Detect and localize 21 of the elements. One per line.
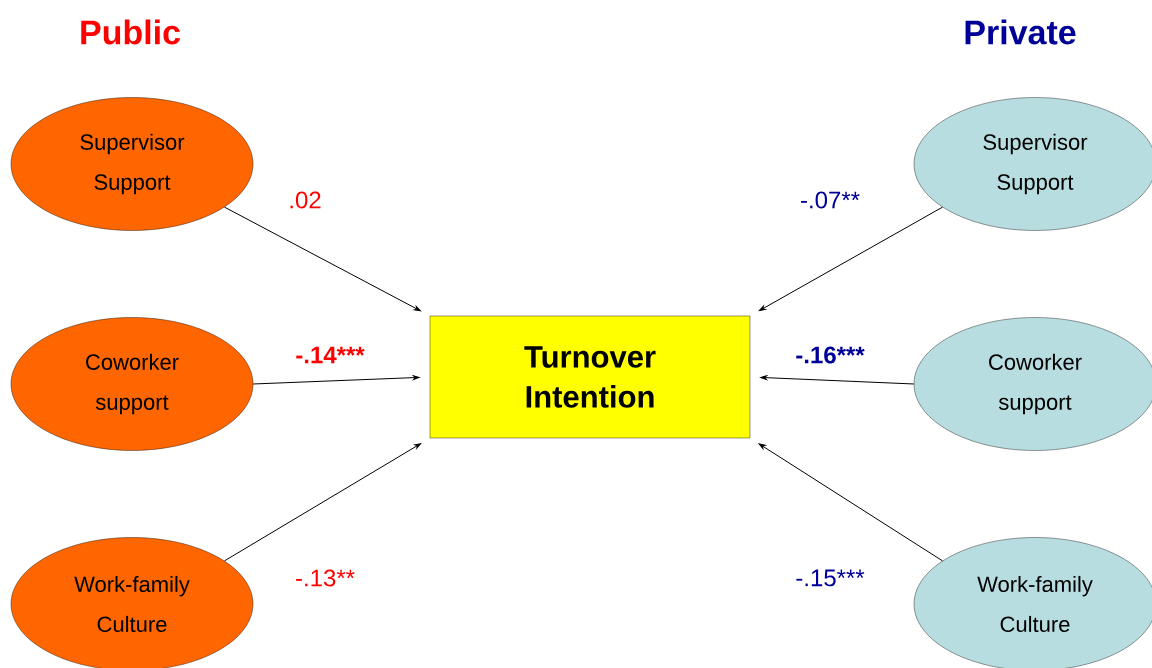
edge-label: -.13** — [296, 569, 355, 587]
group-heading: Public — [81, 19, 181, 45]
arrow — [252, 375, 420, 385]
ellipse-node: Work-family Culture — [913, 537, 1152, 668]
arrow — [223, 206, 421, 312]
arrow — [758, 443, 944, 562]
text-box: Turnover Intention — [429, 315, 751, 439]
ellipse-node: Coworker support — [10, 317, 254, 451]
edge-label: -.07** — [801, 191, 860, 209]
ellipse-node: Coworker support — [913, 317, 1152, 451]
edge-label: -.15*** — [796, 569, 865, 587]
arrow — [758, 206, 944, 312]
group-heading: Private — [965, 19, 1076, 45]
arrow — [223, 443, 422, 562]
ellipse-node: Supervisor Support — [913, 97, 1152, 231]
arrow — [760, 375, 915, 385]
ellipse-node: Work-family Culture — [10, 537, 254, 668]
ellipse-node: Supervisor Support — [10, 97, 254, 231]
edge-label: -.16*** — [796, 346, 865, 364]
edge-label: -.14*** — [296, 346, 365, 364]
edge-label: .02 — [290, 191, 321, 209]
